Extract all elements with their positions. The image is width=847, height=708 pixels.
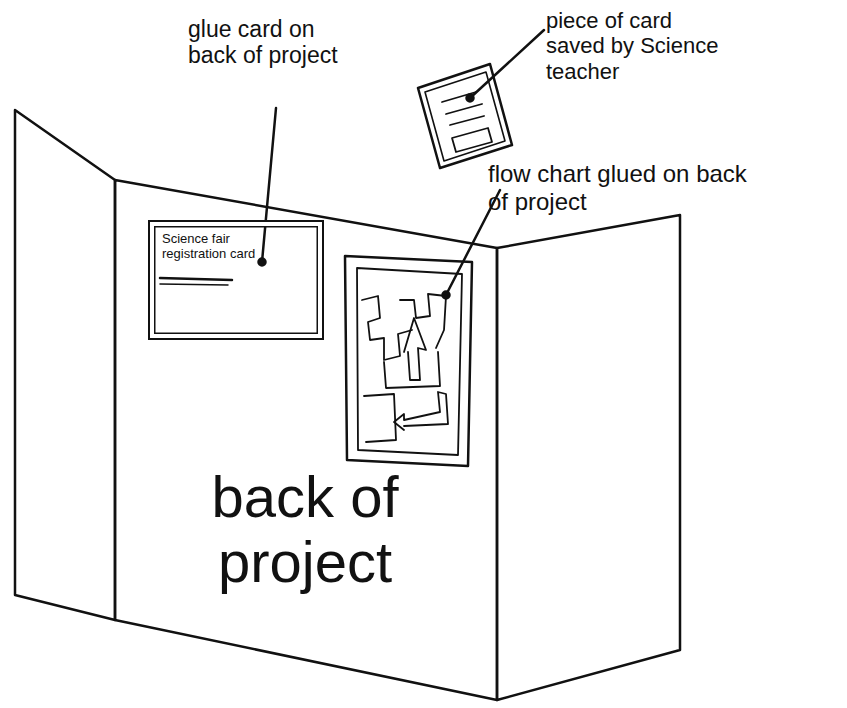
callout-note: glue card on back of project [188,16,363,69]
registration-card: Science fair registration card [148,220,324,340]
card-piece-inner [425,72,505,161]
leader-line [470,30,544,98]
right-panel [497,215,680,700]
card-underline [160,278,232,280]
leader-dot [443,292,450,299]
card-box [452,128,492,152]
flow-chart-shape [384,352,440,388]
leader-line [262,108,276,262]
card-line [450,116,484,125]
flow-chart-frame [357,268,462,455]
card-line [446,104,482,114]
card-line [442,92,476,102]
leader-dot [467,95,474,102]
panel-outline [115,180,497,700]
card-text: Science fair registration card [162,232,282,261]
card-underline [160,284,228,285]
callout-note: flow chart glued on back of project [488,160,758,215]
board-panel: back of project Science fair registration… [115,180,497,700]
callout-note: piece of card saved by Science teacher [546,8,731,84]
flow-chart-arrow [394,392,448,430]
left-panel [15,110,115,620]
flow-chart-arrow [404,318,426,380]
flow-chart-box [364,394,396,442]
flow-chart-sheet [345,256,472,466]
panel-heading: back of project [155,465,455,595]
card-piece [418,64,512,168]
leader-dot [259,259,266,266]
